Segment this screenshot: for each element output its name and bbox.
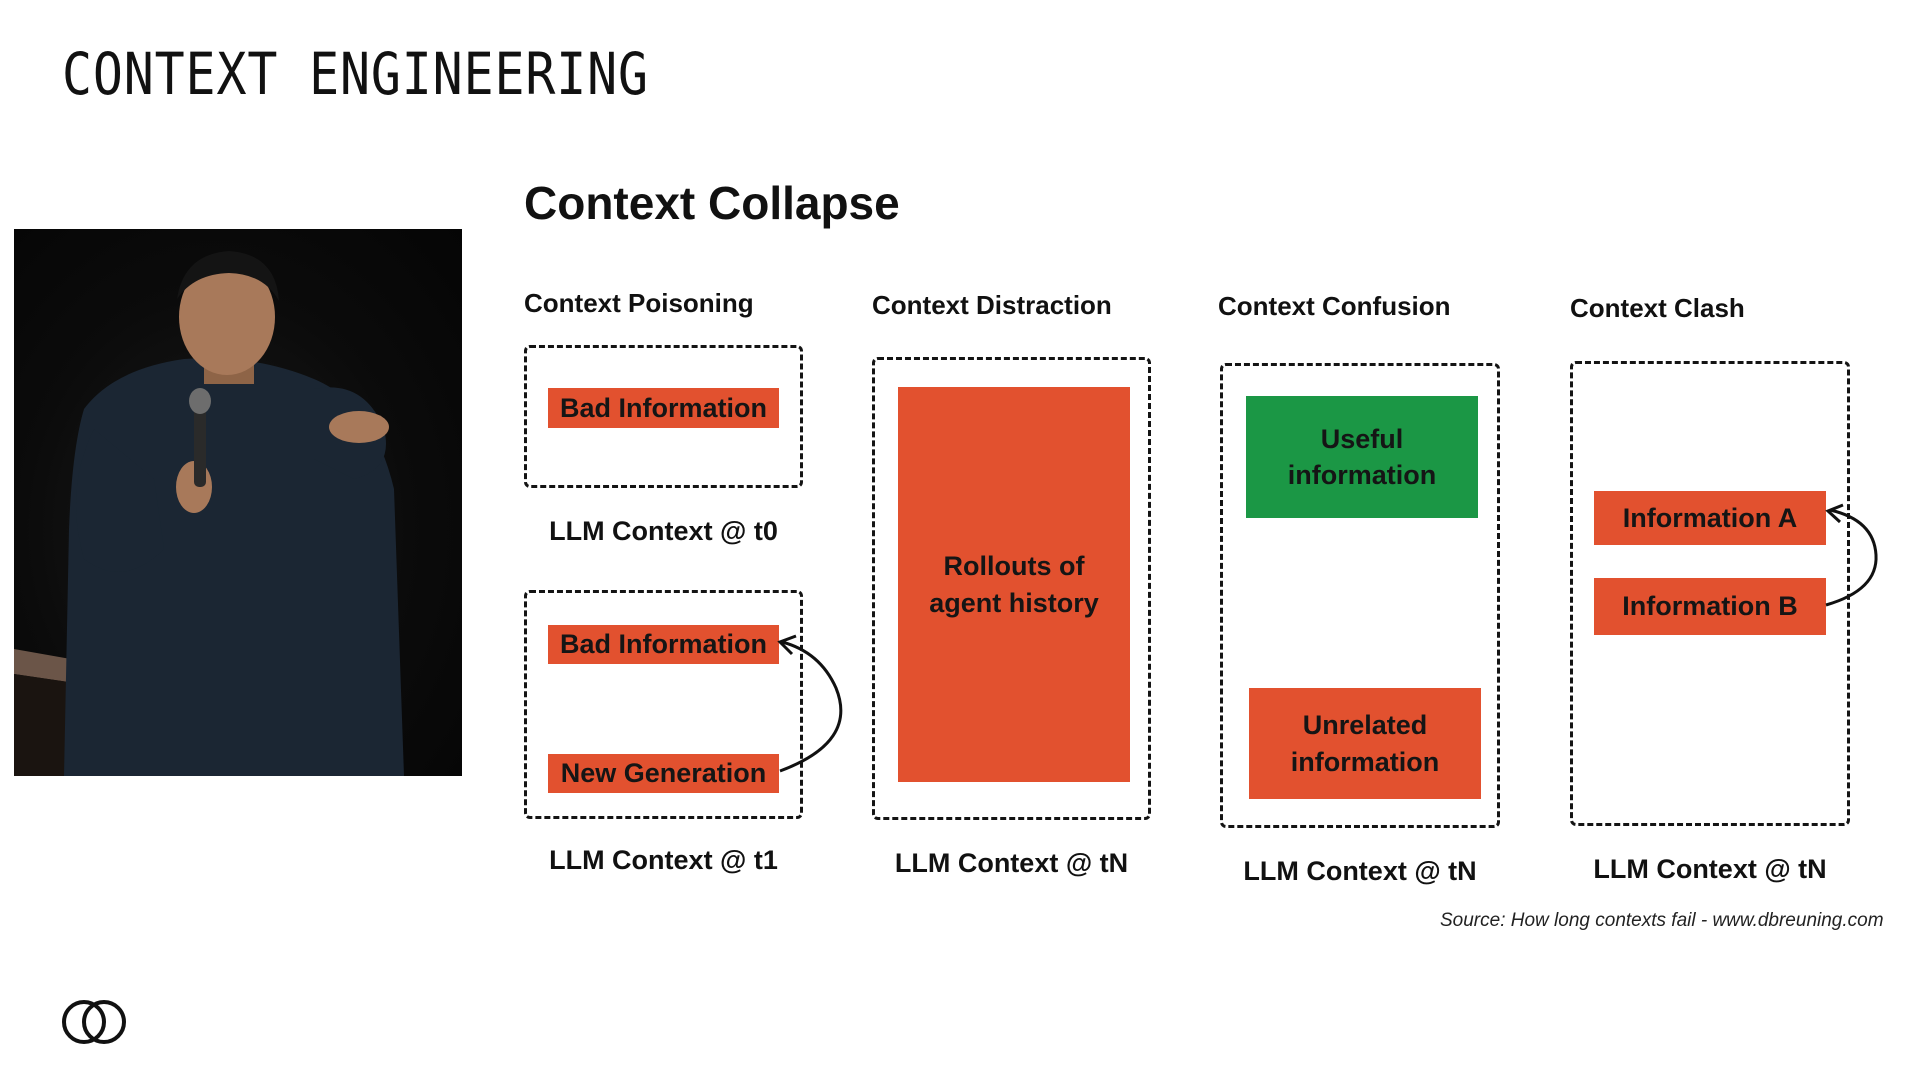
bad-information-block: Bad Information (548, 625, 779, 664)
llm-context-tn-label: LLM Context @ tN (1593, 854, 1827, 884)
llm-context-tn-label: LLM Context @ tN (1243, 856, 1477, 886)
llm-context-t1-label: LLM Context @ t1 (549, 845, 778, 875)
information-a-block: Information A (1594, 491, 1826, 545)
context-poisoning-box-t0: Bad Information (524, 345, 803, 488)
llm-context-t0-label: LLM Context @ t0 (549, 516, 778, 546)
speaker-silhouette (14, 251, 404, 776)
source-citation: Source: How long contexts fail - www.dbr… (1440, 910, 1884, 931)
context-distraction-title: Context Distraction (872, 290, 1112, 320)
context-poisoning-box-t1: Bad Information New Generation (524, 590, 803, 819)
information-b-block: Information B (1594, 578, 1826, 635)
clash-arrow-icon (1825, 503, 1878, 607)
context-clash-title: Context Clash (1570, 293, 1745, 323)
context-poisoning-title: Context Poisoning (524, 288, 754, 318)
llm-context-tn-label: LLM Context @ tN (894, 848, 1129, 878)
speaker-video (14, 229, 462, 776)
unrelated-information-block: Unrelated information (1249, 688, 1481, 799)
bad-information-block: Bad Information (548, 388, 779, 428)
slide-title: Context Collapse (524, 177, 900, 229)
feedback-arrow-icon (777, 634, 843, 773)
header-title: CONTEXT ENGINEERING (62, 40, 649, 108)
context-distraction-box: Rollouts of agent history (872, 357, 1151, 820)
useful-information-block: Useful information (1246, 396, 1478, 518)
two-circles-logo-icon (62, 1000, 126, 1044)
rollouts-agent-history-block: Rollouts of agent history (898, 387, 1130, 782)
context-clash-box: Information A Information B (1570, 361, 1850, 826)
new-generation-block: New Generation (548, 754, 779, 793)
context-confusion-box: Useful information Unrelated information (1220, 363, 1500, 828)
context-confusion-title: Context Confusion (1218, 291, 1451, 321)
